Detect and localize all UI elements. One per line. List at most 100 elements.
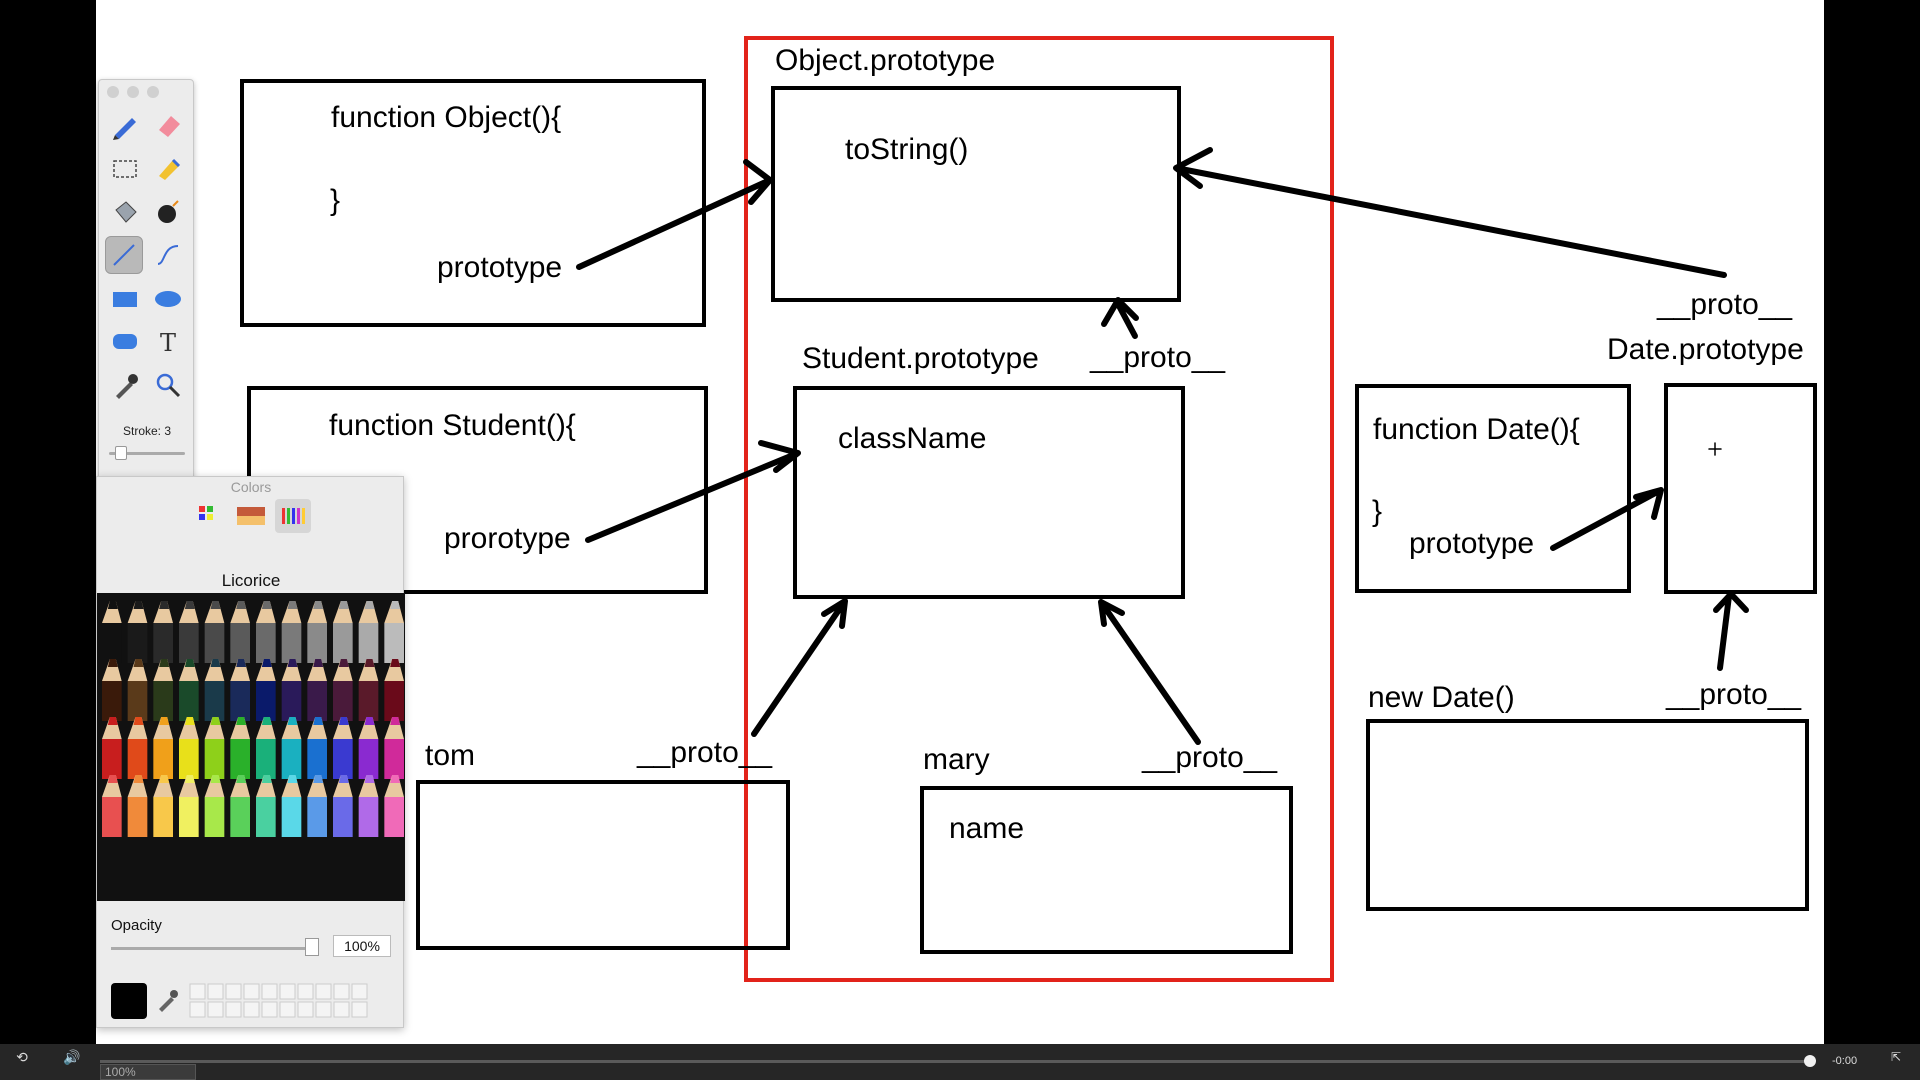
color-grid-tab-icon[interactable] xyxy=(191,499,227,533)
pencil-swatch[interactable] xyxy=(102,659,122,721)
favorite-color-slot[interactable] xyxy=(243,1001,260,1018)
pencil-swatch[interactable] xyxy=(358,659,379,721)
pencil-swatch[interactable] xyxy=(358,775,379,837)
pencils-tab-icon[interactable] xyxy=(275,499,311,533)
pencil-swatch[interactable] xyxy=(179,601,199,663)
bomb-icon[interactable] xyxy=(149,192,187,230)
pencil-swatch[interactable] xyxy=(333,601,353,663)
pencil-swatch[interactable] xyxy=(384,717,404,779)
pencil-swatch[interactable] xyxy=(307,717,327,779)
progress-track[interactable] xyxy=(100,1060,1812,1063)
pencil-swatch[interactable] xyxy=(102,601,122,663)
fullscreen-icon[interactable]: ⇱ xyxy=(1890,1050,1902,1064)
rounded-rect-icon[interactable] xyxy=(106,322,144,360)
pencil-swatch[interactable] xyxy=(333,775,353,837)
current-color-well[interactable] xyxy=(111,983,147,1019)
pencil-swatch[interactable] xyxy=(281,775,302,837)
pencil-swatch[interactable] xyxy=(179,717,199,779)
favorite-color-slots[interactable] xyxy=(189,983,373,1019)
pencil-color-picker[interactable] xyxy=(97,593,405,901)
volume-icon[interactable]: 🔊 xyxy=(63,1048,81,1065)
pencil-swatch[interactable] xyxy=(102,717,122,779)
image-palette-tab-icon[interactable] xyxy=(233,499,269,533)
pencil-swatch[interactable] xyxy=(153,601,173,663)
pencil-svg[interactable] xyxy=(97,593,405,901)
pencil-swatch[interactable] xyxy=(307,659,327,721)
favorite-color-slot[interactable] xyxy=(207,983,224,1000)
favorite-color-slot[interactable] xyxy=(297,1001,314,1018)
pencil-icon[interactable] xyxy=(106,106,144,144)
pencil-swatch[interactable] xyxy=(204,601,225,663)
line-icon[interactable] xyxy=(105,236,143,274)
stroke-slider-track[interactable] xyxy=(109,452,185,455)
opacity-value-field[interactable]: 100% xyxy=(333,935,391,957)
opacity-slider-knob[interactable] xyxy=(305,938,319,956)
pencil-swatch[interactable] xyxy=(153,717,173,779)
favorite-color-slot[interactable] xyxy=(207,1001,224,1018)
magnifier-icon[interactable] xyxy=(149,366,187,404)
text-icon[interactable]: T xyxy=(149,322,187,360)
pencil-swatch[interactable] xyxy=(281,717,302,779)
stroke-slider-knob[interactable] xyxy=(115,446,127,460)
rect-select-icon[interactable] xyxy=(106,150,144,188)
pencil-swatch[interactable] xyxy=(384,601,404,663)
zoom-level-field[interactable]: 100% xyxy=(100,1064,196,1080)
favorite-color-slot[interactable] xyxy=(351,1001,368,1018)
pencil-swatch[interactable] xyxy=(127,775,148,837)
pencil-swatch[interactable] xyxy=(281,659,302,721)
opacity-slider-track[interactable] xyxy=(111,947,311,950)
close-window-dot[interactable] xyxy=(107,86,119,98)
pencil-swatch[interactable] xyxy=(204,659,225,721)
pencil-swatch[interactable] xyxy=(358,717,379,779)
pencil-swatch[interactable] xyxy=(384,775,404,837)
pencil-swatch[interactable] xyxy=(179,775,199,837)
ellipse-icon[interactable] xyxy=(149,280,187,318)
pencil-swatch[interactable] xyxy=(179,659,199,721)
eyedropper-small-icon[interactable] xyxy=(155,985,179,1018)
favorite-color-slot[interactable] xyxy=(261,983,278,1000)
pencil-swatch[interactable] xyxy=(256,717,276,779)
favorite-color-slot[interactable] xyxy=(279,1001,296,1018)
pencil-swatch[interactable] xyxy=(281,601,302,663)
lasso-icon[interactable] xyxy=(149,150,187,188)
favorite-color-slot[interactable] xyxy=(243,983,260,1000)
pencil-swatch[interactable] xyxy=(230,717,250,779)
replay-icon[interactable]: ⟲ xyxy=(16,1048,28,1065)
pencil-swatch[interactable] xyxy=(307,775,327,837)
favorite-color-slot[interactable] xyxy=(225,983,242,1000)
pencil-swatch[interactable] xyxy=(256,775,276,837)
pencil-swatch[interactable] xyxy=(230,601,250,663)
favorite-color-slot[interactable] xyxy=(333,983,350,1000)
pencil-swatch[interactable] xyxy=(153,659,173,721)
pencil-swatch[interactable] xyxy=(333,659,353,721)
pencil-swatch[interactable] xyxy=(358,601,379,663)
curve-icon[interactable] xyxy=(149,236,187,274)
zoom-window-dot[interactable] xyxy=(147,86,159,98)
pencil-swatch[interactable] xyxy=(127,717,148,779)
favorite-color-slot[interactable] xyxy=(189,1001,206,1018)
pencil-swatch[interactable] xyxy=(333,717,353,779)
favorite-color-slot[interactable] xyxy=(351,983,368,1000)
pencil-swatch[interactable] xyxy=(153,775,173,837)
eyedropper-icon[interactable] xyxy=(106,366,144,404)
pencil-swatch[interactable] xyxy=(204,775,225,837)
pencil-swatch[interactable] xyxy=(230,659,250,721)
favorite-color-slot[interactable] xyxy=(333,1001,350,1018)
pencil-swatch[interactable] xyxy=(256,659,276,721)
pencil-swatch[interactable] xyxy=(204,717,225,779)
pencil-swatch[interactable] xyxy=(256,601,276,663)
favorite-color-slot[interactable] xyxy=(315,1001,332,1018)
eraser-icon[interactable] xyxy=(149,106,187,144)
pencil-swatch[interactable] xyxy=(307,601,327,663)
progress-knob[interactable] xyxy=(1804,1055,1816,1067)
favorite-color-slot[interactable] xyxy=(261,1001,278,1018)
fill-bucket-icon[interactable] xyxy=(106,192,144,230)
pencil-swatch[interactable] xyxy=(384,659,404,721)
pencil-swatch[interactable] xyxy=(230,775,250,837)
favorite-color-slot[interactable] xyxy=(279,983,296,1000)
favorite-color-slot[interactable] xyxy=(189,983,206,1000)
favorite-color-slot[interactable] xyxy=(297,983,314,1000)
rectangle-icon[interactable] xyxy=(106,280,144,318)
pencil-swatch[interactable] xyxy=(102,775,122,837)
favorite-color-slot[interactable] xyxy=(225,1001,242,1018)
